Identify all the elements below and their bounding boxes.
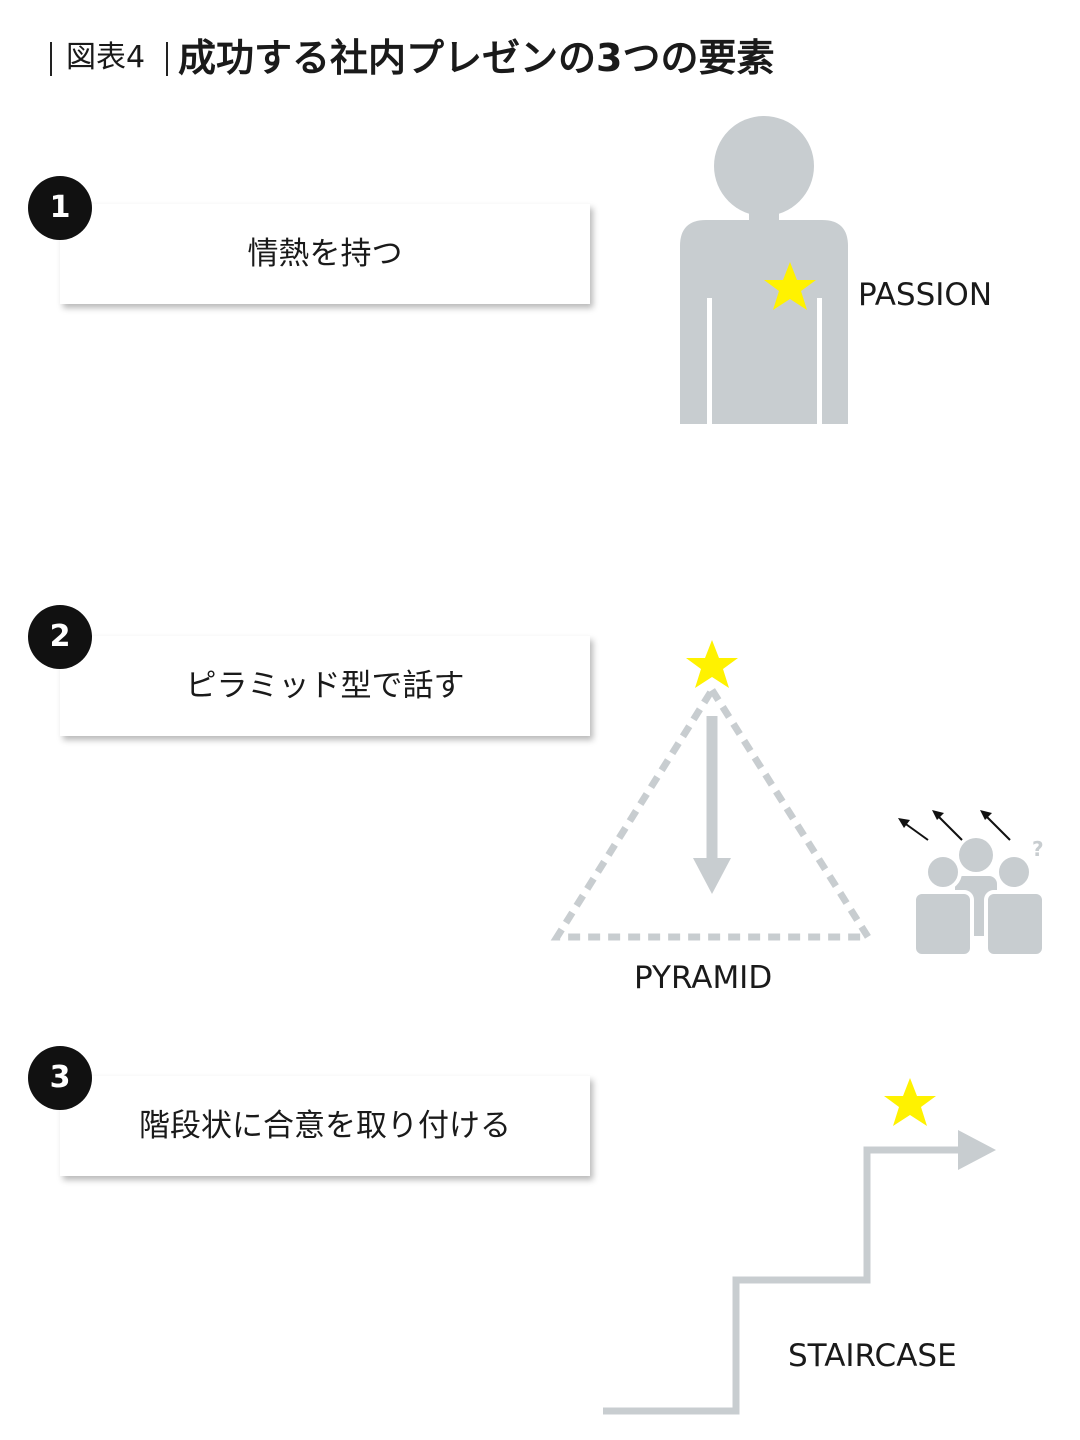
item-2-number-badge: 2 bbox=[28, 605, 92, 669]
star-icon bbox=[764, 262, 816, 310]
pyramid-label: PYRAMID bbox=[634, 960, 773, 996]
audience-icon: ? bbox=[898, 810, 1046, 958]
figure-label: 図表4 bbox=[66, 40, 146, 75]
down-arrow-icon bbox=[693, 858, 731, 894]
pyramid-diagram bbox=[550, 683, 875, 941]
header-divider bbox=[50, 42, 52, 76]
item-2-card: ピラミッド型で話す bbox=[60, 636, 590, 736]
item-3-card: 階段状に合意を取り付ける bbox=[60, 1076, 590, 1176]
question-mark-icon: ? bbox=[1032, 837, 1044, 861]
staircase-label: STAIRCASE bbox=[788, 1338, 957, 1374]
item-1-card: 情熱を持つ bbox=[60, 204, 590, 304]
star-icon bbox=[884, 1078, 936, 1126]
item-3-number-badge: 3 bbox=[28, 1046, 92, 1110]
figure-header: 図表4 成功する社内プレゼンの3つの要素 bbox=[50, 36, 1010, 86]
item-1-number-badge: 1 bbox=[28, 176, 92, 240]
passion-label: PASSION bbox=[858, 277, 993, 313]
staircase-arrow-icon bbox=[603, 1130, 996, 1415]
person-silhouette-icon bbox=[680, 116, 848, 424]
header-divider bbox=[166, 42, 168, 76]
arm-gap bbox=[707, 298, 822, 424]
star-icon bbox=[686, 640, 738, 688]
figure-title: 成功する社内プレゼンの3つの要素 bbox=[178, 36, 775, 80]
